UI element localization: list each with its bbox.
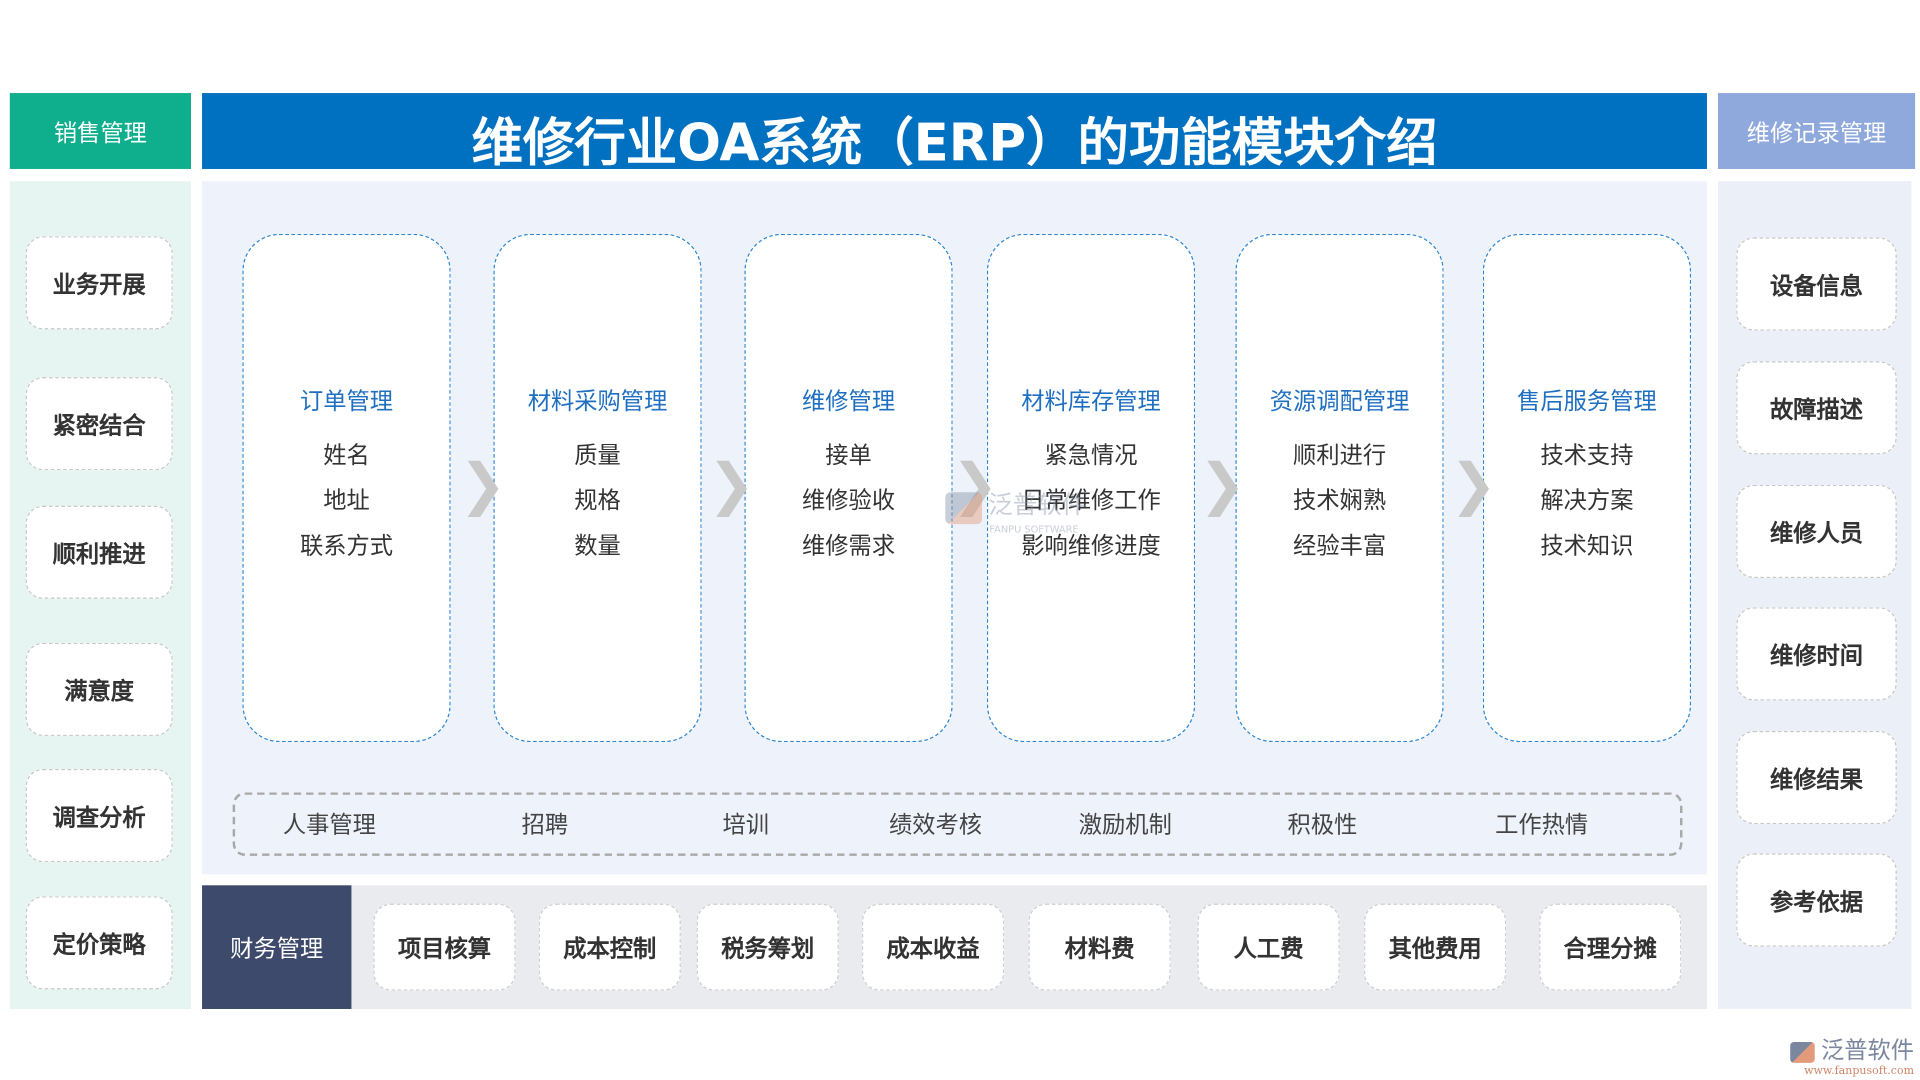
finance-item[interactable]: 材料费 <box>1028 903 1171 991</box>
sales-item[interactable]: 满意度 <box>25 642 173 736</box>
module-item: 解决方案 <box>1540 486 1634 514</box>
hr-item[interactable]: 绩效考核 <box>888 811 983 839</box>
finance-item[interactable]: 合理分摊 <box>1539 903 1682 991</box>
brand-logo-icon <box>1790 1042 1815 1063</box>
module-item: 紧急情况 <box>1044 441 1138 469</box>
sales-item[interactable]: 调查分析 <box>25 768 173 863</box>
module-item: 姓名 <box>323 441 370 469</box>
sales-item[interactable]: 顺利推进 <box>25 505 173 599</box>
module-card[interactable]: 材料库存管理紧急情况日常维修工作影响维修进度 <box>986 233 1196 743</box>
hr-item[interactable]: 积极性 <box>1287 811 1358 839</box>
module-item: 地址 <box>323 486 370 514</box>
module-card[interactable]: 订单管理姓名地址联系方式 <box>242 233 451 743</box>
finance-item[interactable]: 成本收益 <box>862 903 1005 991</box>
record-item[interactable]: 参考依据 <box>1736 853 1897 947</box>
module-item: 数量 <box>574 532 621 559</box>
hr-bar: 人事管理 招聘 培训 绩效考核 激励机制 积极性 工作热情 <box>232 792 1683 856</box>
record-item[interactable]: 维修结果 <box>1736 731 1897 825</box>
module-title: 资源调配管理 <box>1269 387 1410 415</box>
chevron-right-icon: ❯ <box>707 450 755 517</box>
module-title: 订单管理 <box>299 387 394 415</box>
brand-name: 泛普软件 <box>1820 1037 1915 1065</box>
brand-logo: 泛普软件 www.fanpusoft.com <box>1790 1032 1915 1078</box>
hr-item[interactable]: 工作热情 <box>1495 811 1589 839</box>
finance-item[interactable]: 人工费 <box>1197 903 1340 991</box>
chevron-right-icon: ❯ <box>459 450 507 517</box>
sales-header: 销售管理 <box>9 93 192 169</box>
module-item: 维修需求 <box>802 532 896 559</box>
module-card[interactable]: 资源调配管理顺利进行技术娴熟经验丰富 <box>1235 233 1444 743</box>
finance-item[interactable]: 成本控制 <box>538 903 681 991</box>
title-bar: 维修行业OA系统（ERP）的功能模块介绍 <box>202 93 1707 173</box>
module-item: 维修验收 <box>802 486 896 514</box>
finance-item[interactable]: 税务筹划 <box>696 903 839 991</box>
record-item[interactable]: 故障描述 <box>1736 361 1897 455</box>
module-title: 材料采购管理 <box>527 387 668 415</box>
module-title: 售后服务管理 <box>1517 387 1657 415</box>
record-item[interactable]: 设备信息 <box>1736 237 1897 331</box>
hr-item[interactable]: 人事管理 <box>282 811 376 839</box>
chevron-right-icon: ❯ <box>951 450 999 517</box>
module-title: 维修管理 <box>802 387 896 415</box>
module-card[interactable]: 维修管理接单维修验收维修需求 <box>744 233 953 743</box>
main-panel <box>202 181 1707 875</box>
hr-item[interactable]: 培训 <box>722 811 769 839</box>
records-header: 维修记录管理 <box>1717 93 1916 169</box>
hr-item[interactable]: 招聘 <box>521 811 569 839</box>
chevron-right-icon: ❯ <box>1449 450 1498 517</box>
module-item: 技术知识 <box>1540 532 1634 559</box>
module-card[interactable]: 售后服务管理技术支持解决方案技术知识 <box>1482 233 1692 743</box>
record-item[interactable]: 维修人员 <box>1736 484 1897 578</box>
module-item: 接单 <box>825 441 872 469</box>
module-item: 质量 <box>574 441 621 469</box>
page-title: 维修行业OA系统（ERP）的功能模块介绍 <box>471 112 1438 173</box>
finance-header: 财务管理 <box>202 885 352 1009</box>
module-item: 经验丰富 <box>1293 532 1387 559</box>
chevron-right-icon: ❯ <box>1198 450 1246 517</box>
module-title: 材料库存管理 <box>1021 387 1161 415</box>
module-item: 技术支持 <box>1540 441 1634 469</box>
finance-item[interactable]: 其他费用 <box>1364 903 1507 991</box>
module-item: 联系方式 <box>299 532 394 559</box>
module-item: 影响维修进度 <box>1021 532 1161 559</box>
brand-url: www.fanpusoft.com <box>1804 1065 1915 1078</box>
sales-item[interactable]: 定价策略 <box>25 896 173 990</box>
module-item: 顺利进行 <box>1293 441 1387 469</box>
record-item[interactable]: 维修时间 <box>1736 607 1897 701</box>
sales-item[interactable]: 业务开展 <box>25 236 173 330</box>
module-item: 规格 <box>574 486 621 514</box>
module-card[interactable]: 材料采购管理质量规格数量 <box>493 233 702 743</box>
hr-item[interactable]: 激励机制 <box>1078 811 1172 839</box>
module-item: 日常维修工作 <box>1021 486 1161 514</box>
sales-item[interactable]: 紧密结合 <box>25 377 173 471</box>
finance-item[interactable]: 项目核算 <box>373 903 516 991</box>
module-item: 技术娴熟 <box>1293 486 1387 514</box>
